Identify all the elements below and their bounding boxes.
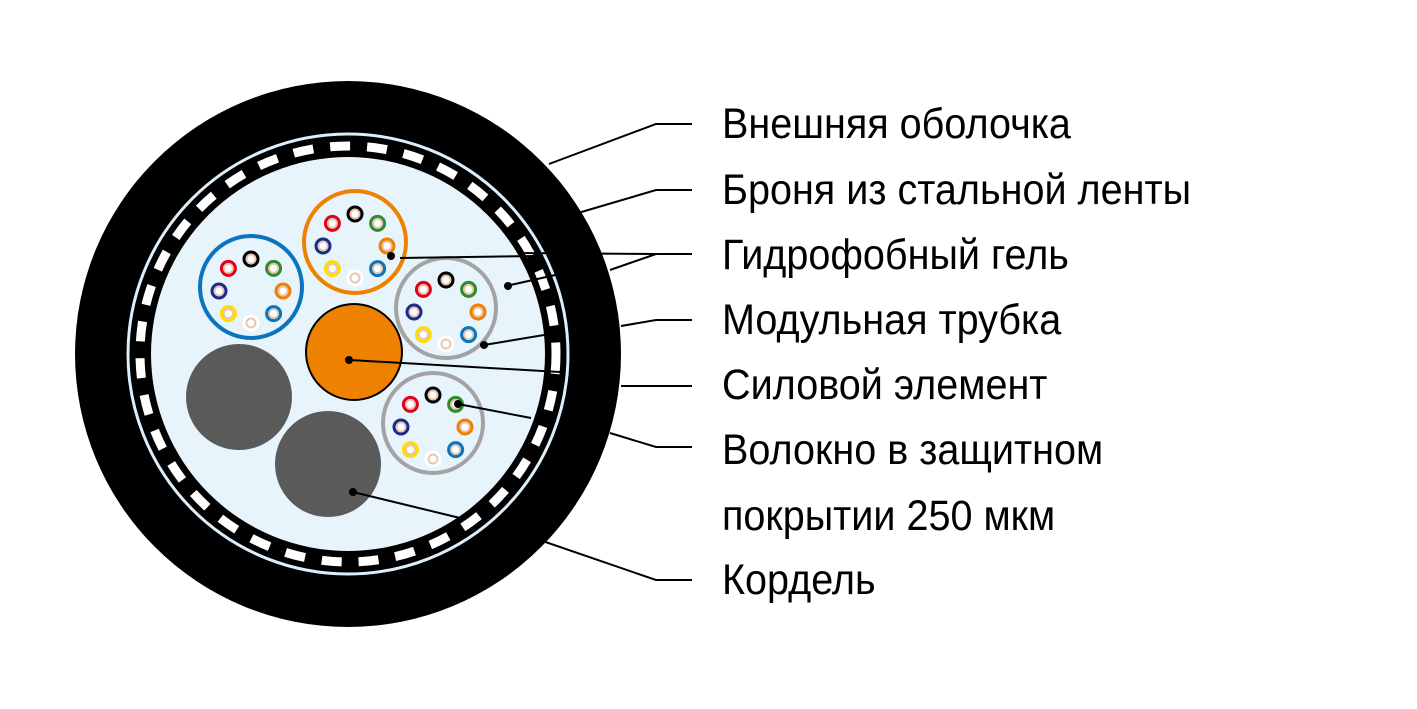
- leader-dots: [345, 252, 512, 496]
- filler-1: [186, 344, 292, 450]
- armor-dashes: [135, 141, 561, 567]
- label-strength-member: Силовой элемент: [722, 361, 1048, 409]
- label-loose-tube: Модульная трубка: [722, 296, 1062, 344]
- label-filler: Кордель: [722, 556, 876, 604]
- label-coated-fiber-line2: покрытии 250 мкм: [722, 492, 1056, 540]
- label-steel-tape-armor: Броня из стальной ленты: [722, 166, 1192, 214]
- filler-2: [275, 411, 381, 517]
- strength-member: [305, 303, 403, 401]
- light-ring: [126, 132, 570, 576]
- label-outer-sheath: Внешняя оболочка: [722, 100, 1071, 148]
- label-coated-fiber-line1: Волокно в защитном: [722, 426, 1104, 474]
- label-hydrophobic-gel: Гидрофобный гель: [722, 231, 1069, 279]
- leader-lines: [349, 123, 692, 581]
